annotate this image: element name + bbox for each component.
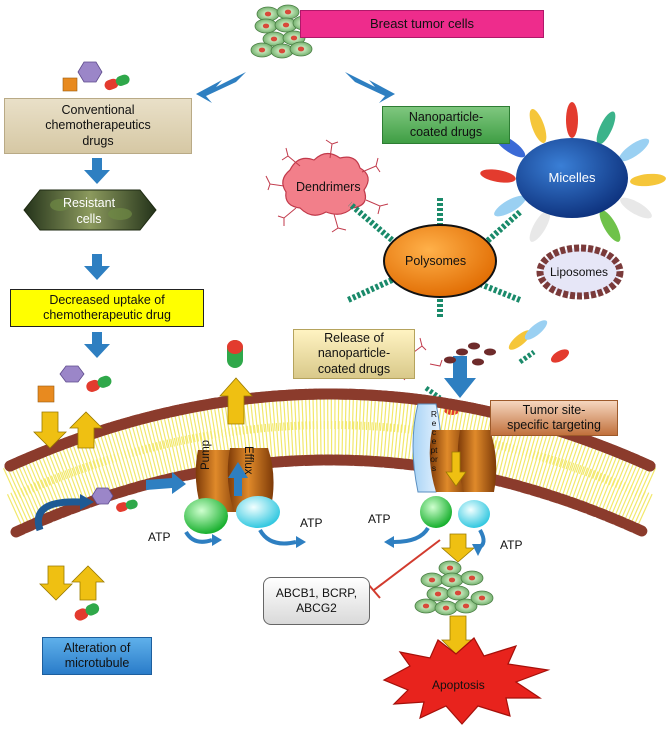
conventional-drugs-label: Conventional chemotherapeutics drugs: [4, 98, 192, 154]
tumor-cells-icon-bottom: [414, 560, 494, 616]
atp-arrows: [184, 526, 486, 550]
release-label: Release of nanoparticle- coated drugs: [293, 329, 415, 379]
receptors-label: Receptors: [430, 409, 438, 473]
liposome-icon: [536, 244, 624, 300]
efflux-pump: [184, 340, 280, 534]
decreased-uptake-label: Decreased uptake of chemotherapeutic dru…: [10, 289, 204, 327]
atp-label-2: ATP: [300, 516, 323, 530]
left-transport: [35, 472, 186, 532]
nanoparticle-drugs-label: Nanoparticle- coated drugs: [382, 106, 510, 144]
pump-label: Pump: [200, 439, 212, 470]
resistant-cells-icon: [23, 189, 157, 231]
dendrimer-icon: [265, 139, 389, 233]
drug-icons-middle: [37, 365, 112, 403]
atp-label-1: ATP: [148, 530, 171, 544]
efflux-label: Efflux: [242, 446, 254, 475]
left-yellow-arrows-lower: [39, 565, 105, 601]
atp-arrowheads: [212, 534, 484, 556]
apoptosis-burst: [382, 637, 551, 725]
atp-label-3: ATP: [368, 512, 391, 526]
resistant-cells-label: Resistant cells: [62, 196, 116, 226]
polysome-icon: [346, 196, 522, 318]
tumor-targeting-label: Tumor site- specific targeting: [490, 400, 618, 436]
tumor-cells-icon-top: [250, 4, 316, 59]
left-yellow-arrows-upper: [33, 411, 103, 449]
polysomes-label: Polysomes: [405, 254, 467, 268]
dendrimers-label: Dendrimers: [296, 180, 361, 194]
breast-tumor-label: Breast tumor cells: [300, 10, 544, 38]
apoptosis-label: Apoptosis: [432, 678, 485, 692]
blue-arrows: [84, 72, 476, 398]
micelles-label: Micelles: [548, 170, 596, 185]
transporters-label: ABCB1, BCRP, ABCG2: [263, 577, 370, 625]
inhibition-line: [367, 539, 441, 599]
microtubule-label: Alteration of microtubule: [42, 637, 152, 675]
pill-icon-lower: [74, 603, 100, 621]
liposomes-label: Liposomes: [550, 265, 609, 279]
atp-label-4: ATP: [500, 538, 523, 552]
micelle-icon: [480, 102, 666, 242]
drug-icons-top: [62, 61, 130, 92]
released-nanoparticles: [403, 320, 570, 415]
